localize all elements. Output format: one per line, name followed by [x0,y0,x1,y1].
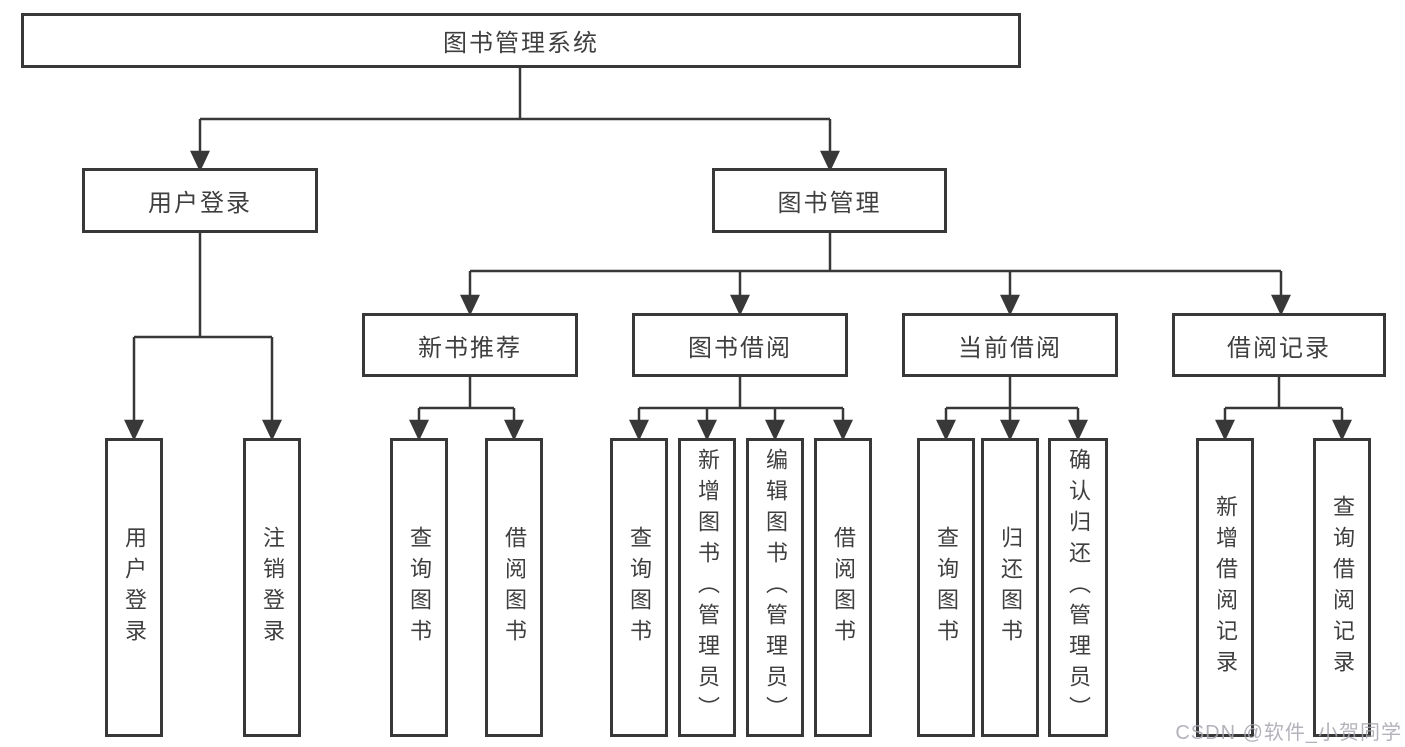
leaf-add-book-admin-label: 新增图书（管理员） [695,448,720,727]
leaf-borrow-books-recommend: 借阅图书 [485,438,543,737]
leaf-query-books-recommend: 查询图书 [390,438,448,737]
leaf-query-books-current-label: 查询图书 [934,525,959,650]
leaf-query-borrow-record: 查询借阅记录 [1313,438,1371,737]
leaf-query-books-borrow: 查询图书 [610,438,668,737]
leaf-query-books-borrow-label: 查询图书 [627,525,652,650]
watermark: CSDN @软件_小贺同学 [1175,722,1402,744]
leaf-confirm-return-admin-label: 确认归还（管理员） [1066,448,1091,727]
leaf-return-book: 归还图书 [981,438,1039,737]
arrowhead-down-icon [262,419,282,441]
leaf-query-books-current: 查询图书 [917,438,975,737]
leaf-confirm-return-admin: 确认归还（管理员） [1048,438,1108,737]
node-library-management-system: 图书管理系统 [21,13,1021,68]
leaf-edit-book-admin-label: 编辑图书（管理员） [763,448,788,727]
arrowhead-down-icon [190,150,210,172]
node-user-login: 用户登录 [82,168,318,233]
leaf-query-borrow-record-label: 查询借阅记录 [1330,494,1355,681]
arrowhead-down-icon [833,419,853,441]
leaf-edit-book-admin: 编辑图书（管理员） [746,438,804,737]
leaf-user-login: 用户登录 [105,438,163,737]
arrowhead-down-icon [936,419,956,441]
arrowhead-down-icon [1000,419,1020,441]
leaf-return-book-label: 归还图书 [998,525,1023,650]
leaf-add-borrow-record-label: 新增借阅记录 [1213,494,1238,681]
arrowhead-down-icon [460,294,480,316]
connector-book-management-to-level3 [460,233,1291,316]
connector-user-login-to-leaves [124,233,282,441]
arrowhead-down-icon [124,419,144,441]
leaf-logout-label: 注销登录 [260,525,285,650]
node-user-login-label: 用户登录 [148,190,252,217]
leaf-logout: 注销登录 [243,438,301,737]
connector-book-borrow-to-leaves [629,377,853,441]
arrowhead-down-icon [1000,294,1020,316]
node-new-book-recommend: 新书推荐 [362,313,578,377]
arrowhead-down-icon [409,419,429,441]
node-book-management: 图书管理 [712,168,947,233]
node-book-management-label: 图书管理 [777,190,882,217]
arrowhead-down-icon [1068,419,1088,441]
leaf-borrow-books-recommend-label: 借阅图书 [502,525,527,650]
arrowhead-down-icon [765,419,785,441]
node-borrow-records: 借阅记录 [1172,313,1386,377]
arrowhead-down-icon [629,419,649,441]
node-current-borrow: 当前借阅 [902,313,1118,377]
leaf-borrow-books-label: 借阅图书 [831,525,856,650]
node-library-management-system-label: 图书管理系统 [443,30,599,57]
connector-current-borrow-to-leaves [936,377,1088,441]
leaf-user-login-label: 用户登录 [122,525,147,650]
arrowhead-down-icon [504,419,524,441]
arrowhead-down-icon [730,294,750,316]
leaf-add-borrow-record: 新增借阅记录 [1196,438,1254,737]
node-book-borrow: 图书借阅 [632,313,848,377]
node-new-book-recommend-label: 新书推荐 [418,334,522,362]
arrowhead-down-icon [1271,294,1291,316]
node-book-borrow-label: 图书借阅 [688,334,792,362]
arrowhead-down-icon [697,419,717,441]
connector-root-to-level2 [190,68,840,172]
arrowhead-down-icon [1332,419,1352,441]
arrowhead-down-icon [1215,419,1235,441]
node-borrow-records-label: 借阅记录 [1227,334,1331,362]
connector-new-book-to-leaves [409,377,524,441]
arrowhead-down-icon [820,150,840,172]
connector-borrow-records-to-leaves [1215,377,1352,441]
leaf-query-books-recommend-label: 查询图书 [407,525,432,650]
leaf-borrow-books: 借阅图书 [814,438,872,737]
node-current-borrow-label: 当前借阅 [958,334,1062,362]
leaf-add-book-admin: 新增图书（管理员） [678,438,736,737]
